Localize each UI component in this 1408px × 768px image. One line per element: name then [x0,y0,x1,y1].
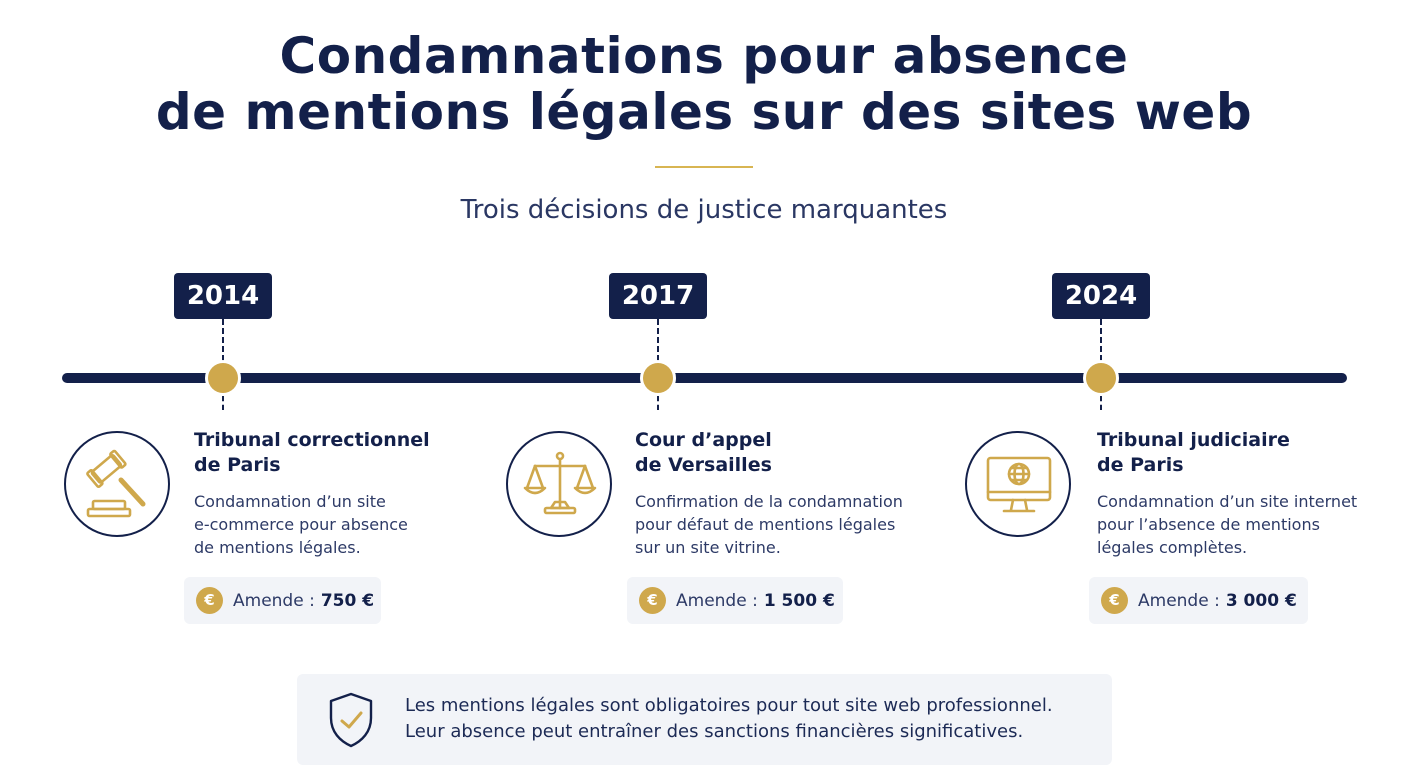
legal-notice-box: Les mentions légales sont obligatoires p… [297,674,1112,765]
decision-description-2014: Condamnation d’un site e-commerce pour a… [194,492,408,557]
scales-icon [523,451,597,515]
connector-2024-top [1100,319,1102,361]
year-badge-2014: 2014 [174,273,272,319]
connector-2017-top [657,319,659,361]
court-name-2014: Tribunal correctionnel de Paris [194,429,430,476]
decision-description-2024: Condamnation d’un site internet pour l’a… [1097,492,1358,557]
timeline-dot-2017 [640,360,676,396]
page-subtitle: Trois décisions de justice marquantes [460,195,948,225]
fine-label: Amende : [676,590,758,611]
fine-amount: 3 000 € [1225,590,1297,611]
fine-box-2014: € Amende : 750 € [184,577,381,624]
timeline-dot-2014 [205,360,241,396]
timeline-dot-2024 [1083,360,1119,396]
monitor-globe-icon [986,456,1052,513]
year-badge-2017: 2017 [609,273,707,319]
timeline-axis [62,373,1347,383]
fine-box-2024: € Amende : 3 000 € [1089,577,1308,624]
decision-description-2017: Confirmation de la condamnation pour déf… [635,492,903,557]
page-title-line-1: Condamnations pour absence [279,27,1129,85]
fine-amount: 750 € [320,590,375,611]
fine-label: Amende : [233,590,315,611]
page-title-line-2: de mentions légales sur des sites web [155,83,1253,141]
connector-2014-bottom [222,396,224,410]
legal-notice-text: Les mentions légales sont obligatoires p… [405,693,1053,745]
euro-coin-icon: € [196,587,223,614]
court-name-2024: Tribunal judiciaire de Paris [1097,429,1290,476]
connector-2014-top [222,319,224,361]
title-divider [655,166,753,168]
connector-2024-bottom [1100,396,1102,410]
connector-2017-bottom [657,396,659,410]
legal-notice-line-1: Les mentions légales sont obligatoires p… [405,695,1053,716]
page-title: Condamnations pour absence de mentions l… [0,28,1408,140]
icon-circle-2024 [965,431,1071,537]
year-badge-2024: 2024 [1052,273,1150,319]
euro-coin-icon: € [1101,587,1128,614]
euro-coin-icon: € [639,587,666,614]
fine-amount: 1 500 € [763,590,835,611]
shield-check-icon [329,692,373,748]
legal-notice-line-2: Leur absence peut entraîner des sanction… [405,721,1024,742]
fine-label: Amende : [1138,590,1220,611]
icon-circle-2014 [64,431,170,537]
gavel-icon [86,449,146,518]
icon-circle-2017 [506,431,612,537]
court-name-2017: Cour d’appel de Versailles [635,429,772,476]
fine-box-2017: € Amende : 1 500 € [627,577,843,624]
